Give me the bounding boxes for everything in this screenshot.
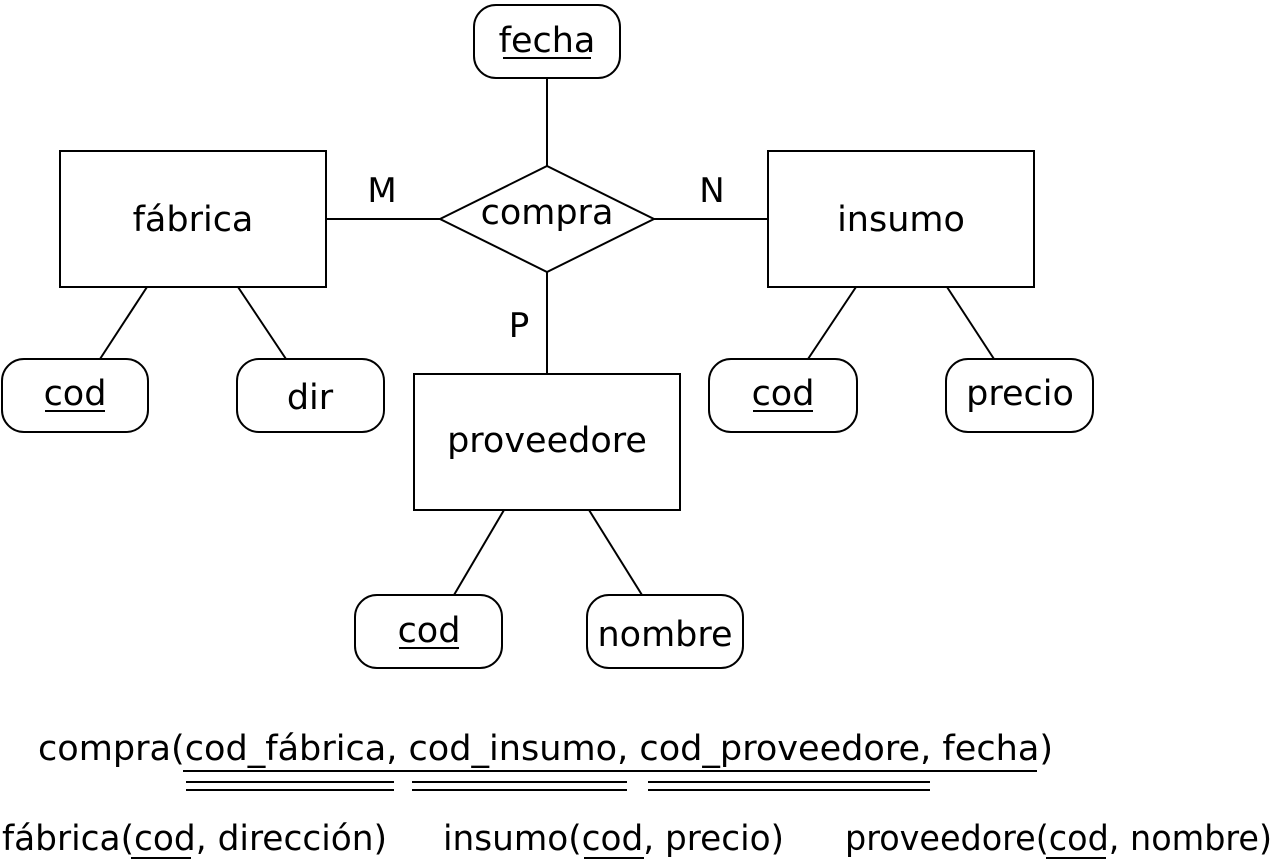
fabrica-cod-attribute-box [1,358,149,433]
proveedore-nombre-attribute-box [586,594,744,669]
proveedore-entity-box [413,373,681,511]
proveedore-nombre-label: nombre [597,615,732,655]
insumo-entity-box [767,150,1035,288]
insumo-schema: insumo(cod, precio) [443,819,784,859]
compra-relationship-label: compra [481,193,614,233]
fabrica-schema-name: fábrica [2,819,121,859]
fecha-attribute-box [473,4,621,79]
proveedore-schema-open: ( [1036,819,1049,859]
proveedore-entity-label: proveedore [447,421,647,461]
proveedore-cod-line [453,509,505,596]
compra-schema-sep: , [920,729,942,769]
insumo-schema-open: ( [568,819,581,859]
fabrica-cod-line [99,286,148,360]
compra-schema-name: compra [38,729,171,769]
fabrica-dir-line [237,286,287,360]
proveedore-schema-name: proveedore [845,819,1036,859]
compra-schema-open: ( [171,729,185,769]
proveedore-nombre-line [588,509,643,596]
fecha-attribute-label: fecha [499,21,596,61]
insumo-precio-line [946,286,995,360]
insumo-schema-rest: , precio [643,819,770,859]
fabrica-dir-label: dir [287,378,334,418]
compra-schema-field-insumo: cod_insumo [409,729,618,769]
proveedore-schema-rest: , nombre [1109,819,1259,859]
insumo-schema-close: ) [771,819,784,859]
fabrica-schema-open: ( [121,819,134,859]
fabrica-dir-attribute-box [236,358,385,433]
insumo-cod-label: cod [752,374,815,414]
compra-schema-sep: , [617,729,639,769]
proveedore-schema: proveedore(cod, nombre) [845,819,1272,859]
insumo-precio-attribute-box [945,358,1094,433]
proveedore-schema-key: cod [1049,819,1109,859]
insumo-cod-line [807,286,857,360]
proveedore-cod-label: cod [398,611,461,651]
compra-schema-sep: , [386,729,408,769]
fabrica-schema: fábrica(cod, dirección) [2,819,387,859]
insumo-schema-name: insumo [443,819,568,859]
proveedore-schema-close: ) [1259,819,1272,859]
insumo-cod-attribute-box [708,358,858,433]
proveedore-cod-attribute-box [354,594,503,669]
fabrica-schema-key: cod [134,819,196,859]
fabrica-schema-close: ) [374,819,387,859]
cardinality-p-label: P [509,306,530,346]
fabrica-entity-label: fábrica [133,200,254,240]
insumo-schema-key: cod [582,819,644,859]
compra-schema-field-fabrica: cod_fábrica [185,729,387,769]
cardinality-n-label: N [699,171,724,211]
compra-schema-close: ) [1039,729,1053,769]
fabrica-entity-box [59,150,327,288]
compra-schema-field-fecha: fecha [942,729,1039,769]
compra-schema: compra(cod_fábrica, cod_insumo, cod_prov… [38,729,1053,769]
fabrica-schema-rest: , dirección [196,819,374,859]
compra-schema-field-proveedore: cod_proveedore [639,729,920,769]
insumo-precio-label: precio [966,374,1074,414]
fabrica-cod-label: cod [44,374,107,414]
insumo-entity-label: insumo [837,200,965,240]
compra-diamond [437,164,657,274]
cardinality-m-label: M [367,171,396,211]
